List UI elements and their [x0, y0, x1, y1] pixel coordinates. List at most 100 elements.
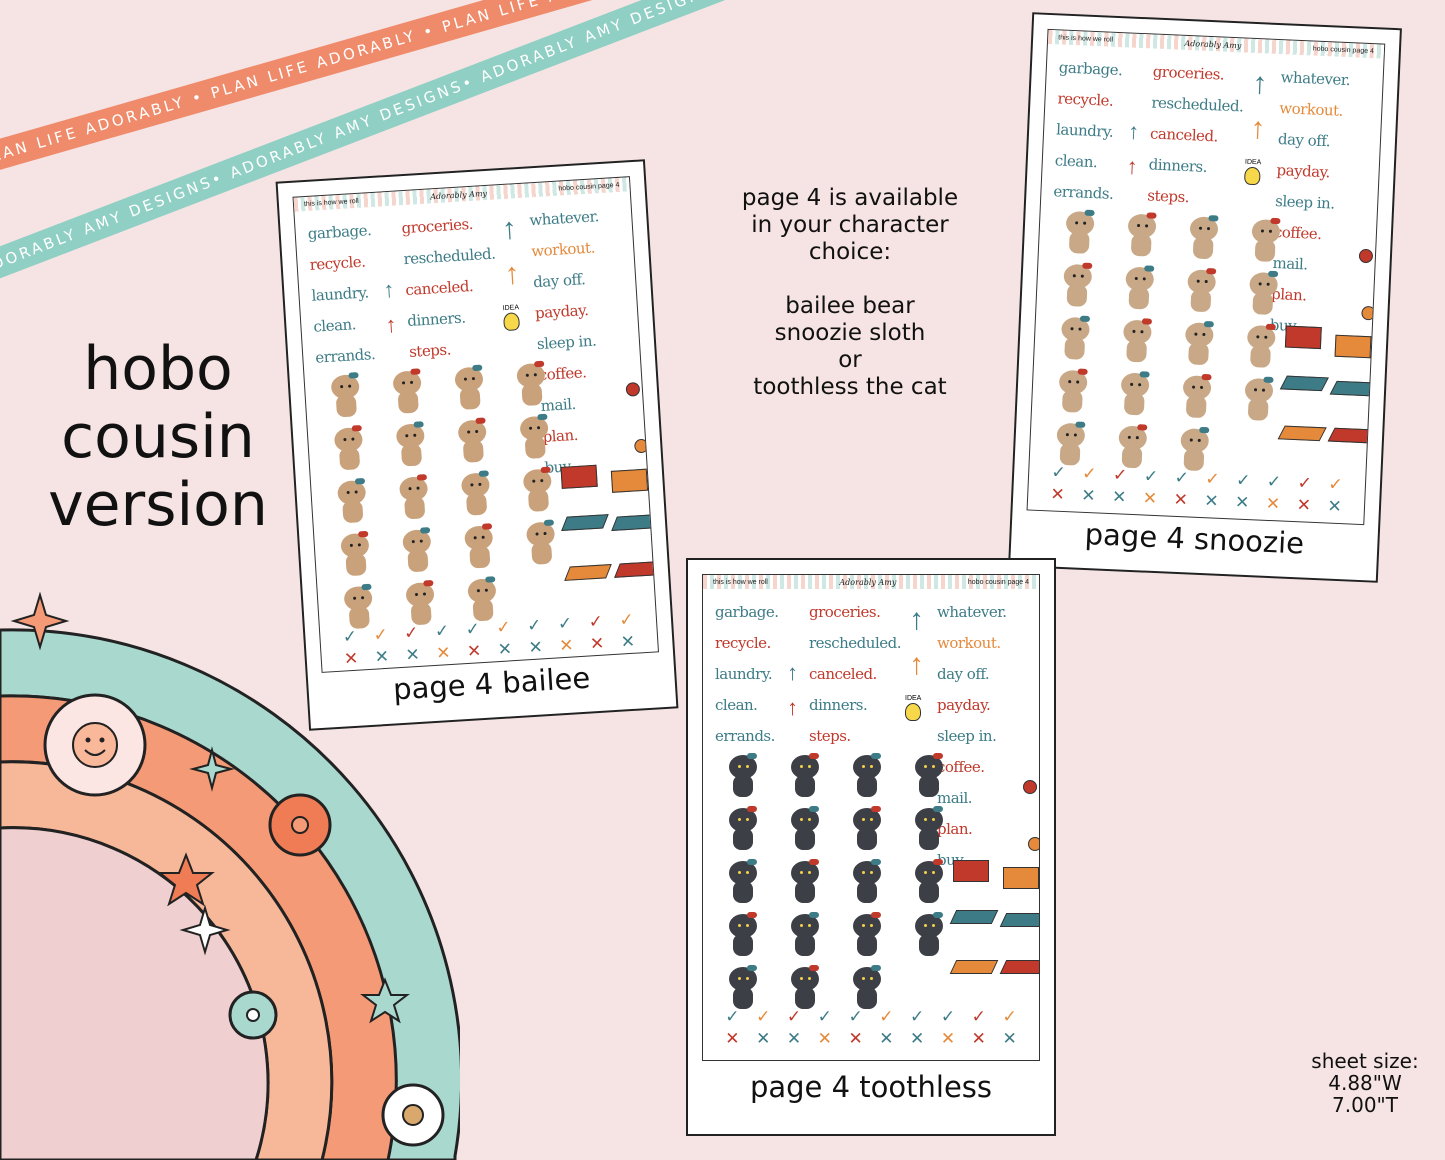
character-sticker: [463, 576, 502, 624]
sheet-header-left: this is how we roll: [303, 197, 359, 208]
cross-icon: ✕: [1203, 491, 1220, 512]
cross-icon: ✕: [343, 648, 359, 670]
note-line-3: choice:: [808, 239, 892, 265]
word-sticker: errands.: [1053, 182, 1114, 203]
character-sticker: [333, 477, 372, 526]
word-sticker: dinners.: [809, 696, 868, 714]
checkmark-icon: ✓: [1235, 470, 1251, 492]
option-bailee: bailee bear: [785, 293, 915, 319]
checkmark-icon: ✓: [465, 619, 481, 641]
binder-clip-icon: [953, 860, 989, 882]
character-sticker: [911, 753, 947, 799]
checkmark-icon: ✓: [434, 621, 450, 642]
word-sticker: day off.: [937, 665, 990, 683]
sheet-size-width: 4.88"W: [1328, 1071, 1402, 1095]
sheet-size-note: sheet size: 4.88"W 7.00"T: [1290, 1050, 1440, 1116]
binder-clip-icon: [560, 464, 598, 489]
binder-clip-icon: [1003, 867, 1039, 889]
character-sticker: [1113, 424, 1151, 471]
pushpin-icon: [625, 381, 641, 397]
checkmark-icon: ✓: [342, 626, 358, 648]
word-sticker: dinners.: [1148, 155, 1208, 176]
washi-tape-icon: [614, 560, 659, 578]
word-sticker: rescheduled.: [402, 244, 496, 269]
star-icon: [157, 852, 215, 907]
word-sticker: rescheduled.: [1151, 93, 1244, 116]
word-sticker: payday.: [937, 696, 991, 714]
word-sticker: sleep in.: [1274, 191, 1335, 213]
character-sticker: [911, 912, 947, 958]
cross-icon: ✕: [1265, 493, 1281, 515]
cross-icon: ✕: [1080, 485, 1096, 507]
cross-icon: ✕: [1173, 489, 1189, 511]
character-sticker: [725, 753, 761, 799]
cross-icon: ✕: [786, 1029, 802, 1049]
character-sticker: [327, 372, 366, 420]
checkmark-icon: ✓: [1112, 465, 1128, 486]
character-sticker: [519, 466, 558, 514]
sheet-header-right: hobo cousin page 4: [967, 578, 1029, 586]
option-snoozie: snoozie sloth: [774, 320, 926, 346]
character-sticker: [849, 965, 885, 1011]
word-column: whatever.workout.day off.payday.sleep in…: [937, 597, 1007, 876]
word-sticker: garbage.: [715, 603, 779, 621]
word-sticker: workout.: [937, 634, 1001, 652]
lightbulb-icon: IDEA: [502, 304, 521, 332]
character-sticker: [849, 859, 885, 905]
word-sticker: day off.: [532, 270, 586, 292]
lightbulb-icon: IDEA: [1244, 159, 1261, 186]
cross-icon: ✕: [404, 644, 421, 666]
character-sticker: [725, 859, 761, 905]
cross-icon: ✕: [817, 1029, 832, 1049]
arrow-stickers: ↑↑: [1249, 61, 1268, 152]
character-sticker: [1182, 268, 1220, 315]
idea-label: IDEA: [905, 695, 922, 702]
idea-label: IDEA: [502, 304, 520, 313]
washi-tape-icon: [999, 960, 1039, 974]
checkmark-icon: ✓: [403, 622, 420, 644]
cross-icon: ✕: [1111, 487, 1127, 508]
up-arrow-icon: ↑: [1249, 111, 1267, 146]
character-sticker: [1185, 215, 1223, 262]
word-sticker: whatever.: [937, 603, 1007, 621]
cross-icon: ✕: [848, 1029, 863, 1049]
character-sticker: [1180, 320, 1218, 368]
word-sticker: clean.: [1054, 151, 1098, 172]
checkmark-icon: ✓: [910, 1007, 925, 1027]
checkmark-icon: ✓: [1081, 463, 1097, 485]
word-sticker: canceled.: [1149, 124, 1219, 146]
washi-tape-icon: [561, 514, 609, 532]
checkmark-icon: ✓: [786, 1007, 802, 1027]
character-sticker: [388, 368, 427, 416]
character-sticker: [1178, 373, 1216, 421]
cross-icon: ✕: [466, 641, 482, 662]
washi-tape-icon: [1279, 375, 1329, 392]
up-arrow-icon: ↑: [500, 212, 518, 247]
cross-icon: ✕: [497, 639, 513, 661]
word-sticker: whatever.: [1280, 68, 1351, 90]
word-sticker: garbage.: [1058, 58, 1123, 80]
checkmark-icon: ✓: [1143, 466, 1159, 488]
orange-flower-icon: [268, 793, 332, 857]
character-sticker: [1051, 421, 1089, 469]
checkmark-icon: ✓: [557, 613, 573, 635]
cross-icon: ✕: [1002, 1029, 1017, 1049]
cross-icon: ✕: [1326, 496, 1343, 518]
character-sticker: [1240, 376, 1278, 424]
character-sticker: [787, 806, 823, 852]
character-sticker: [515, 413, 554, 461]
checkmark-icon: ✓: [1297, 473, 1313, 494]
word-sticker: laundry.: [715, 665, 773, 683]
character-choice-note: page 4 is available in your character ch…: [715, 185, 985, 401]
character-sticker: [1244, 270, 1282, 318]
brand-logo: Adorably Amy: [1184, 38, 1242, 50]
checkmark-icon: ✓: [817, 1007, 832, 1027]
checkmark-icon: ✓: [848, 1007, 863, 1027]
up-arrow-icon: ↑: [503, 257, 521, 291]
cross-icon: ✕: [1296, 495, 1312, 516]
checkmark-icon: ✓: [1051, 462, 1067, 484]
word-sticker: coffee.: [937, 758, 985, 776]
cross-row: ✕✕✕✕✕✕✕✕✕✕: [717, 1029, 1025, 1049]
